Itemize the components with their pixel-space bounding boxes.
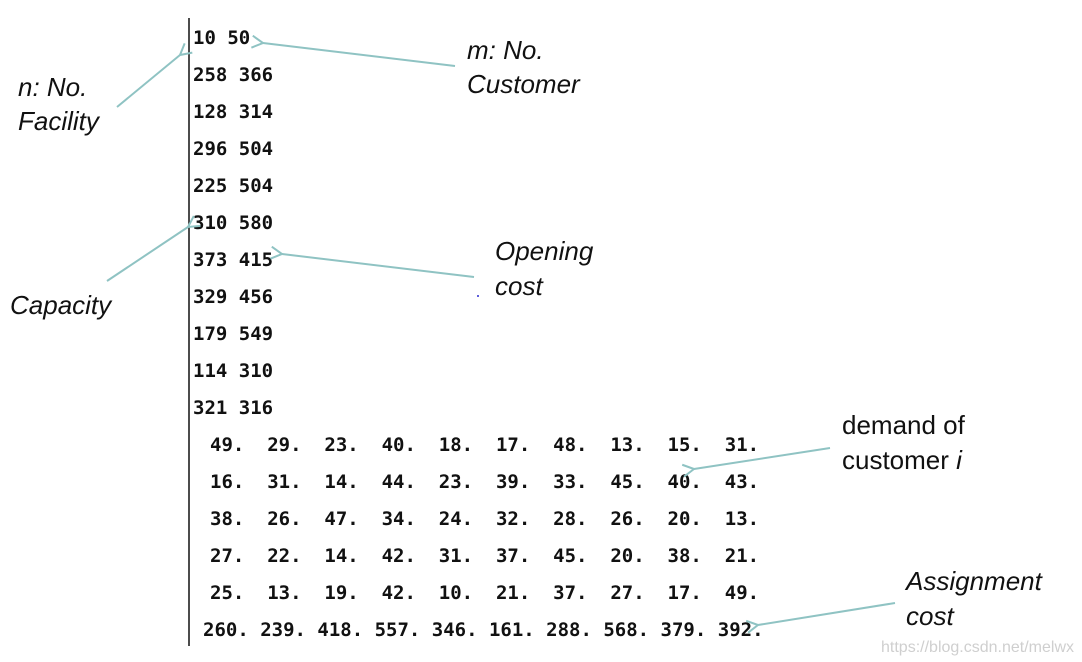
facility-line: 321 316 <box>193 397 273 419</box>
arrow-capacity <box>106 227 188 282</box>
annotations: n: No. Facility m: No. Customer Capacity… <box>10 35 1049 631</box>
label-demand-var: i <box>956 445 963 475</box>
demand-row: 38. 26. 47. 34. 24. 32. 28. 26. 20. 13. <box>210 508 759 530</box>
label-m-customer-line2: Customer <box>467 69 581 99</box>
arrow-assignment-cost <box>758 602 896 625</box>
demand-row: 49. 29. 23. 40. 18. 17. 48. 13. 15. 31. <box>210 434 759 456</box>
facility-line: 310 580 <box>193 212 273 234</box>
facility-line: 128 314 <box>193 101 273 123</box>
facility-line: 373 415 <box>193 249 273 271</box>
label-assignment-cost: Assignment cost <box>904 566 1049 631</box>
label-capacity: Capacity <box>10 290 113 320</box>
facility-line: 225 504 <box>193 175 273 197</box>
label-m-customer: m: No. Customer <box>467 35 581 99</box>
arrow-m-customer <box>263 43 456 67</box>
assignment-row: 260. 239. 418. 557. 346. 161. 288. 568. … <box>203 619 764 641</box>
label-opening-cost-line2: cost <box>495 271 544 301</box>
facility-line: 258 366 <box>193 64 273 86</box>
stray-dot <box>477 295 479 297</box>
label-n-facility: n: No. Facility <box>18 72 101 136</box>
demand-row: 25. 13. 19. 42. 10. 21. 37. 27. 17. 49. <box>210 582 759 604</box>
label-assignment-cost-line2: cost <box>906 601 955 631</box>
label-assignment-cost-line1: Assignment <box>904 566 1044 596</box>
label-n-facility-line2: Facility <box>18 106 101 136</box>
label-demand-line1: demand of <box>842 410 966 440</box>
demand-row: 16. 31. 14. 44. 23. 39. 33. 45. 40. 43. <box>210 471 759 493</box>
label-opening-cost: Opening cost <box>495 236 601 301</box>
facility-line: 114 310 <box>193 360 273 382</box>
facility-line: 179 549 <box>193 323 273 345</box>
arrow-demand <box>694 447 831 469</box>
file-content: 10 50 258 366 128 314 296 504 225 504 31… <box>193 27 764 641</box>
facility-line: 296 504 <box>193 138 273 160</box>
demand-row: 27. 22. 14. 42. 31. 37. 45. 20. 38. 21. <box>210 545 759 567</box>
label-n-facility-line1: n: No. <box>18 72 87 102</box>
facility-line: 329 456 <box>193 286 273 308</box>
label-opening-cost-line1: Opening <box>495 236 594 266</box>
arrow-opening-cost <box>282 254 475 278</box>
label-demand: demand of customer i <box>842 410 972 475</box>
header-line: 10 50 <box>193 27 250 49</box>
label-m-customer-line1: m: No. <box>467 35 544 65</box>
arrow-n-facility <box>116 55 180 108</box>
arrows <box>106 43 896 625</box>
watermark: https://blog.csdn.net/melwx <box>881 639 1074 656</box>
label-demand-line2: customer <box>842 445 956 475</box>
